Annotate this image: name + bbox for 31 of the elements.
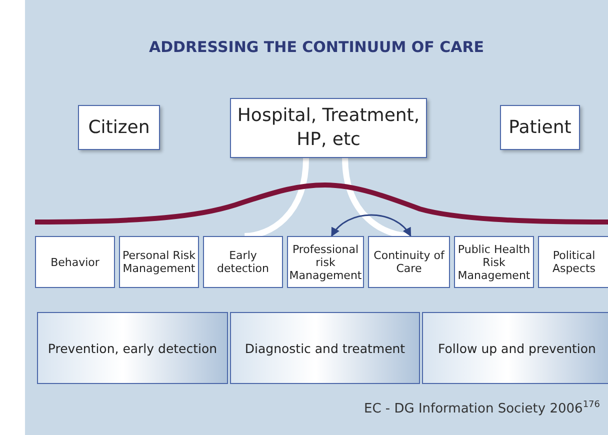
node-label: Continuity of Care bbox=[372, 249, 446, 275]
node-label: Patient bbox=[508, 116, 572, 140]
node-label: Political Aspects bbox=[551, 249, 597, 275]
phase-band bbox=[230, 312, 420, 384]
diagram-title: ADDRESSING THE CONTINUUM OF CARE bbox=[148, 38, 485, 56]
label-box bbox=[368, 236, 450, 288]
phase-band bbox=[37, 312, 228, 384]
node-label: Personal Risk Management bbox=[121, 249, 197, 275]
connector-line bbox=[342, 158, 411, 239]
node-label: Follow up and prevention bbox=[438, 340, 596, 356]
label-box bbox=[78, 105, 160, 150]
source-caption: EC - DG Information Society 2006$^{176}$ bbox=[364, 400, 600, 416]
connector-line bbox=[244, 158, 310, 239]
label-box bbox=[119, 236, 199, 288]
node-label: Professional risk Management bbox=[289, 242, 362, 282]
label-box bbox=[203, 236, 283, 288]
label-box bbox=[35, 236, 115, 288]
node-label: Early detection bbox=[216, 249, 270, 275]
node-label: Hospital, Treatment, HP, etc bbox=[236, 104, 421, 152]
node-label: Diagnostic and treatment bbox=[244, 340, 406, 356]
node-label: Public Health Risk Management bbox=[456, 242, 532, 282]
label-box bbox=[538, 236, 608, 288]
node-label: Citizen bbox=[88, 116, 150, 140]
phase-band bbox=[422, 312, 608, 384]
label-box bbox=[454, 236, 534, 288]
node-label: Prevention, early detection bbox=[48, 340, 218, 356]
label-box bbox=[230, 98, 427, 158]
arrow bbox=[331, 214, 412, 237]
label-box bbox=[287, 236, 364, 288]
node-label: Behavior bbox=[50, 256, 100, 268]
label-box bbox=[500, 105, 580, 150]
